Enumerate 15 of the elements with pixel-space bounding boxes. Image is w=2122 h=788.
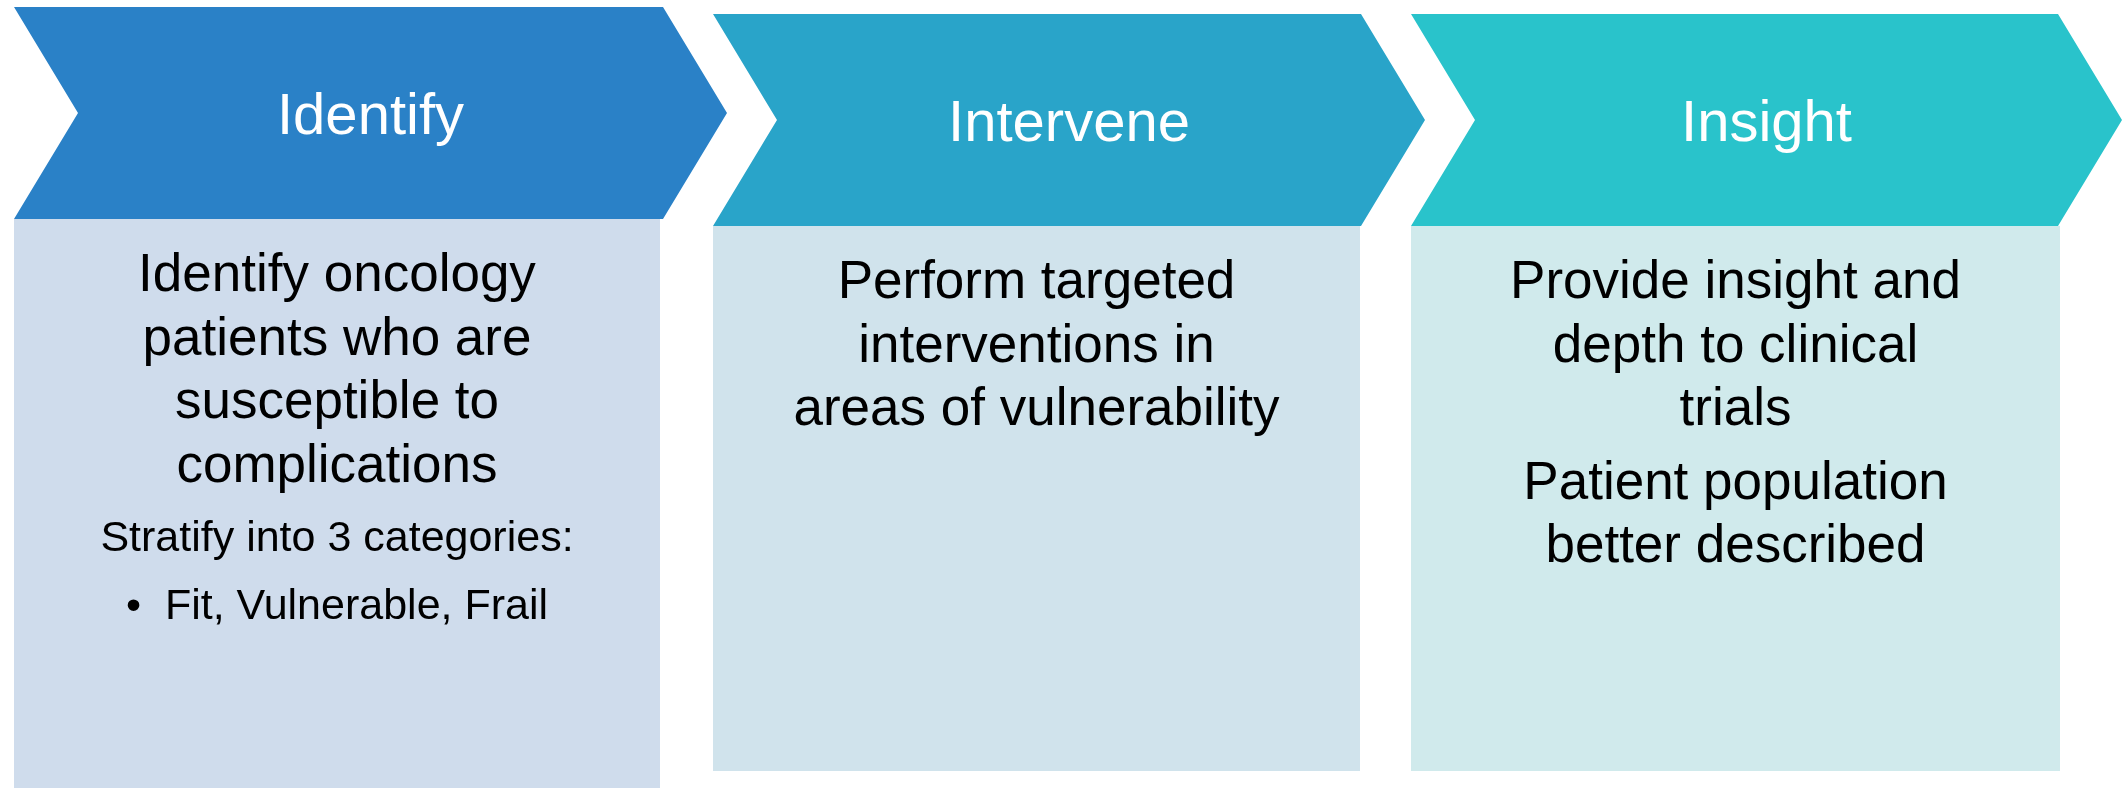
chevron-header: [1411, 14, 2122, 226]
content-panel: [713, 226, 1360, 771]
description-text: Perform targeted interventions in areas of vulnerability: [793, 249, 1280, 439]
bullet-item: • Fit, Vulnerable, Frail: [125, 579, 549, 631]
step-title: Identify: [276, 79, 465, 147]
description-text: Provide insight and depth to clinical trials: [1509, 249, 1962, 439]
subheading-text: Stratify into 3 categories:: [100, 511, 574, 563]
step-title: Intervene: [947, 86, 1191, 154]
description-text: Identify oncology patients who are susceptible to complications: [137, 242, 537, 495]
chevron-header: [713, 14, 1425, 226]
content-panel: [14, 219, 660, 788]
step-title: Insight: [1680, 86, 1853, 154]
description-text: Patient population better described: [1522, 449, 1949, 576]
content-panel: [1411, 226, 2060, 771]
chevron-header: [14, 7, 727, 219]
